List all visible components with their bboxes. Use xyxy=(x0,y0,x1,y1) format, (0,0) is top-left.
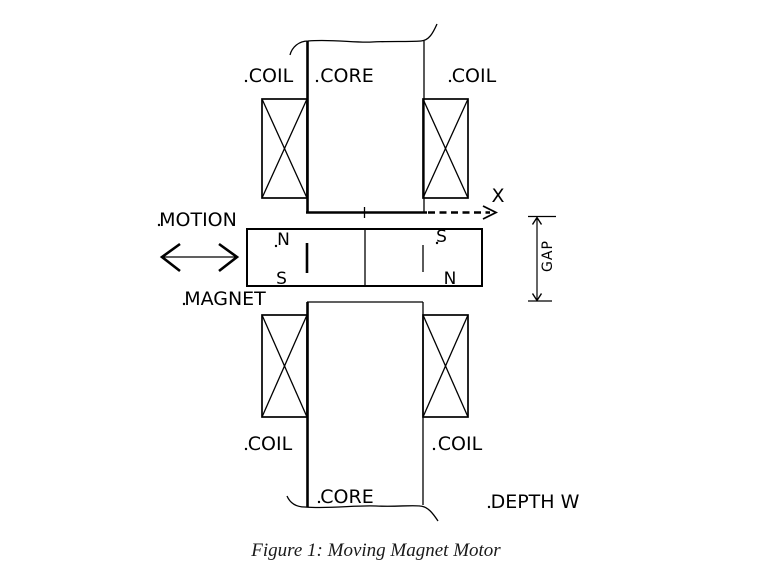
x-axis-label: X xyxy=(491,185,504,207)
pole-right-bottom: N xyxy=(444,269,457,289)
x-axis-arrow: X xyxy=(428,185,505,220)
top-core-label: CORE xyxy=(320,65,373,87)
bottom-core-label: CORE xyxy=(320,486,373,508)
bottom-left-coil xyxy=(261,314,308,418)
motion-arrow: MOTION MAGNET xyxy=(159,209,266,310)
gap-arrowhead-up-icon xyxy=(531,216,543,225)
bottom-left-coil-box xyxy=(261,314,308,418)
x-axis-arrowhead-icon xyxy=(482,205,499,220)
top-left-coil-label: COIL xyxy=(249,65,294,87)
magnet-label: MAGNET xyxy=(184,288,266,310)
depth-label: DEPTH W xyxy=(491,491,580,513)
top-right-coil-box xyxy=(422,98,469,199)
top-right-coil xyxy=(422,98,469,199)
motion-arrowhead-right-icon xyxy=(218,242,240,273)
figure-caption: Figure 1: Moving Magnet Motor xyxy=(250,540,501,561)
pole-left-bottom: S xyxy=(276,269,287,289)
motion-arrowhead-left-icon xyxy=(159,242,181,273)
motion-label: MOTION xyxy=(159,209,237,231)
gap-dimension: GAP xyxy=(528,215,556,302)
top-core xyxy=(289,23,438,218)
bottom-right-coil-cross-2 xyxy=(422,314,469,418)
top-right-coil-label: COIL xyxy=(452,65,497,87)
magnet: N S S N xyxy=(246,227,483,289)
pole-left-top: N xyxy=(277,230,290,250)
top-core-break-line xyxy=(289,23,438,56)
bottom-left-coil-cross-2 xyxy=(261,314,308,418)
bottom-right-coil-box xyxy=(422,314,469,418)
bottom-left-coil-label: COIL xyxy=(248,433,293,455)
pole-right-top: S xyxy=(436,227,447,247)
gap-label: GAP xyxy=(540,240,556,272)
top-left-coil-cross-2 xyxy=(261,98,308,199)
top-left-coil-box xyxy=(261,98,308,199)
top-right-coil-cross-2 xyxy=(422,98,469,199)
bottom-right-coil-label: COIL xyxy=(438,433,483,455)
bottom-core-break-line xyxy=(286,495,439,522)
bottom-right-coil xyxy=(422,314,469,418)
top-left-coil xyxy=(261,98,308,199)
text-insertion-dots xyxy=(157,79,491,509)
